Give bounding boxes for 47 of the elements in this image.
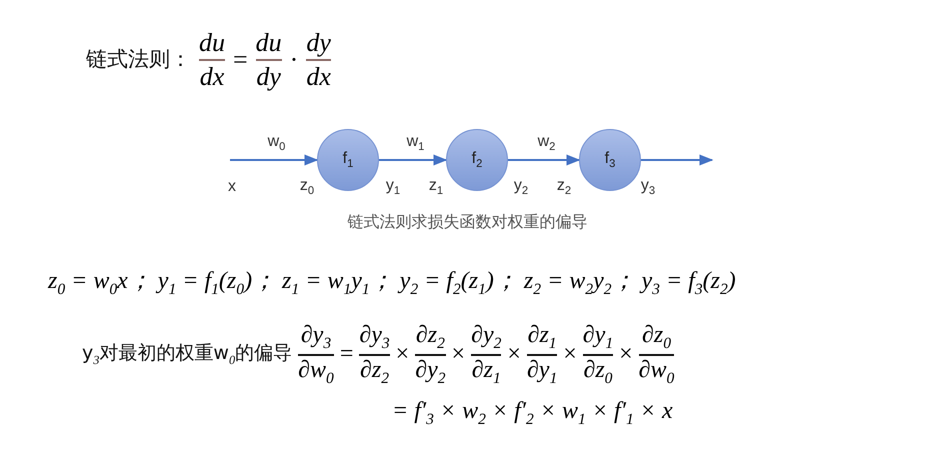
numerator: ∂y$_{2}$ xyxy=(471,322,502,353)
operator: × xyxy=(452,340,466,369)
numerator: du xyxy=(256,28,282,58)
arrow xyxy=(508,154,580,166)
numerator: ∂z$_{1}$ xyxy=(528,322,557,353)
operator: = xyxy=(340,340,354,369)
variable-label: y$_{3}$ xyxy=(640,176,656,198)
numerator: ∂y$_{3}$ xyxy=(300,322,332,353)
denominator: ∂w$_{0}$ xyxy=(298,356,334,388)
arrow xyxy=(379,154,448,166)
node-label: f$_{2}$ xyxy=(472,150,482,170)
arrow xyxy=(230,154,318,166)
variable-label: z$_{0}$ xyxy=(300,176,314,198)
denominator: dy xyxy=(256,62,281,92)
caption: 链式法则求损失函数对权重的偏导 xyxy=(348,212,588,231)
numerator: du xyxy=(199,28,225,58)
numerator: ∂y$_{1}$ xyxy=(582,322,614,353)
formula-label: 链式法则： xyxy=(86,46,191,74)
numerator: dy xyxy=(306,28,331,58)
variable-label: y$_{1}$ xyxy=(386,176,400,198)
operator: × xyxy=(619,340,633,369)
node-label: f$_{3}$ xyxy=(604,150,616,170)
denominator: ∂y$_{1}$ xyxy=(526,356,558,388)
operator: · xyxy=(290,44,298,75)
operator: × xyxy=(507,340,521,369)
denominator: ∂z$_{1}$ xyxy=(472,356,501,388)
numerator: ∂y$_{3}$ xyxy=(359,322,390,353)
denominator: ∂z$_{2}$ xyxy=(360,356,390,388)
denominator: ∂z$_{0}$ xyxy=(583,356,612,388)
denominator: dx xyxy=(306,62,331,92)
numerator: ∂z$_{0}$ xyxy=(642,322,671,353)
denominator: dx xyxy=(200,62,224,92)
formula: z$_{0}$ = w$_{0}$x； y$_{1}$ = f$_{1}$(z$_{0}$)； z$_{1}$ = w$_{1}$y$_{1}$； y$_{2}$ = f$_{2}$(z$_{1}$)； z$_{2}$ = w$_{2}$y$_{2}$； y$_{3}$ = f$_{3}$(z$_{2}$) xyxy=(48,268,736,299)
operator: = xyxy=(233,44,248,75)
variable-label: y$_{2}$ xyxy=(514,176,528,198)
formula: = f′$_{3}$ × w$_{2}$ × f′$_{2}$ × w$_{1}$ × f′$_{1}$ × x xyxy=(392,398,673,429)
node-label: f$_{1}$ xyxy=(342,150,354,170)
formula-label: y$_{3}$对最初的权重w$_{0}$的偏导 xyxy=(82,341,292,368)
arrow xyxy=(641,154,714,166)
numerator: ∂z$_{2}$ xyxy=(416,322,445,353)
variable-label: z$_{1}$ xyxy=(428,176,444,198)
denominator: ∂w$_{0}$ xyxy=(638,356,674,388)
denominator: ∂y$_{2}$ xyxy=(415,356,446,388)
operator: × xyxy=(396,340,410,369)
variable-label: z$_{2}$ xyxy=(556,176,572,198)
operator: × xyxy=(563,340,577,369)
variable-label: x xyxy=(228,178,236,196)
